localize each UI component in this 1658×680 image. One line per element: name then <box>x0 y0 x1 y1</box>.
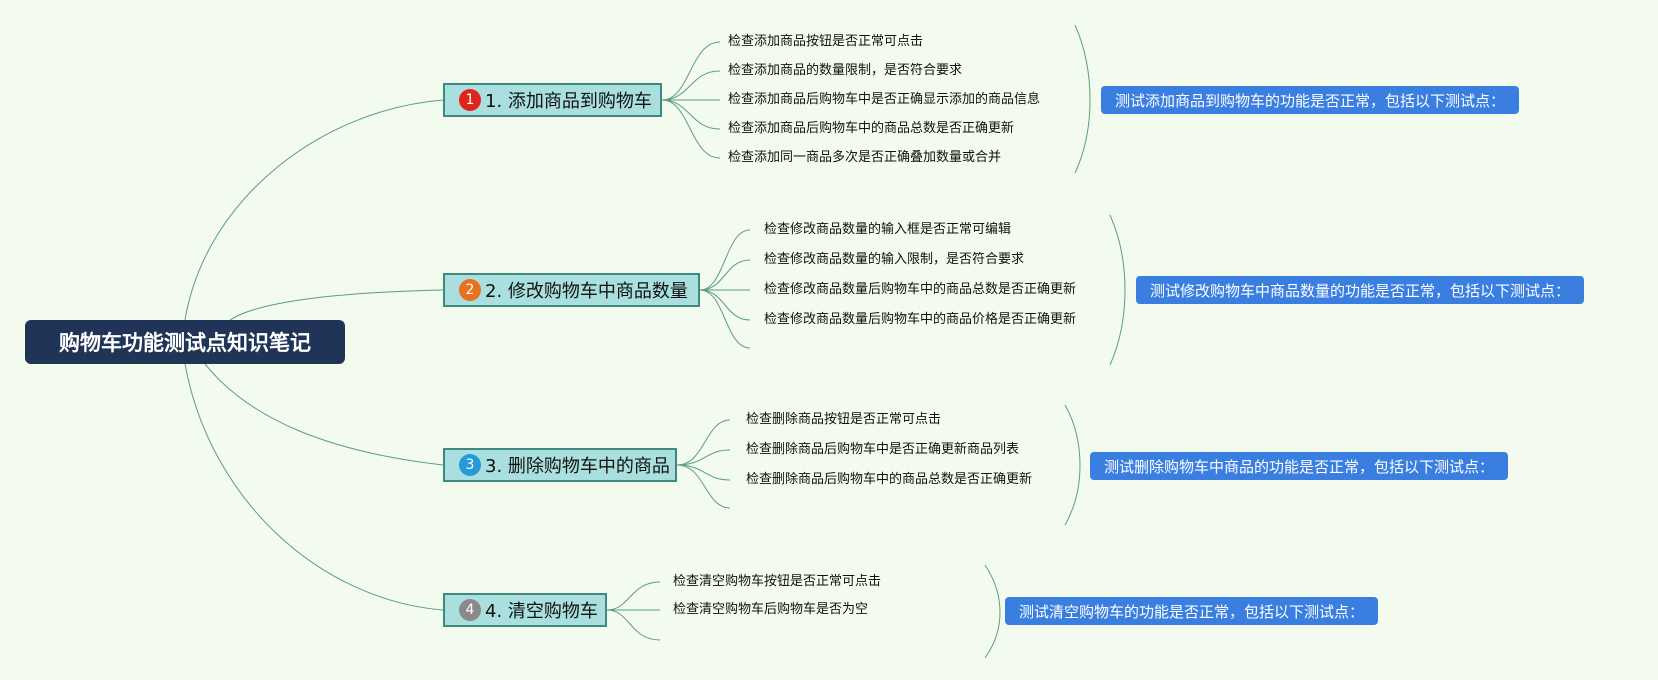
branch-title-1: 1. 添加商品到购物车 <box>485 91 652 112</box>
connector-b3-leaf-2 <box>676 449 731 466</box>
leaf-b3-3[interactable]: 检查删除商品后购物车中的商品总数是否正确更新 <box>746 472 1033 487</box>
connector-b4-leaf-1 <box>606 581 661 611</box>
connector-b1-leaf-5 <box>661 99 721 159</box>
leaf-b1-5[interactable]: 检查添加同一商品多次是否正确叠加数量或合并 <box>728 150 1002 165</box>
connector-b2-leaf-5 <box>699 289 751 349</box>
leaf-b1-3[interactable]: 检查添加商品后购物车中是否正确显示添加的商品信息 <box>728 92 1041 107</box>
connector-root-branch-3 <box>204 363 444 466</box>
connector-root-branch-4 <box>184 363 444 611</box>
connector-b1-leaf-1 <box>661 41 721 101</box>
connector-b2-leaf-4 <box>699 289 751 321</box>
connector-root-branch-2 <box>229 289 444 321</box>
summary-b4[interactable]: 测试清空购物车的功能是否正常，包括以下测试点： <box>1005 597 1379 625</box>
connector-b1-leaf-2 <box>661 70 721 101</box>
leaf-b3-2[interactable]: 检查删除商品后购物车中是否正确更新商品列表 <box>746 442 1020 457</box>
root-node[interactable]: 购物车功能测试点知识笔记 <box>25 320 345 364</box>
branch-title-4: 4. 清空购物车 <box>485 601 598 622</box>
bracket-b4 <box>984 564 1001 659</box>
connector-b3-leaf-3 <box>676 464 731 481</box>
summary-b3[interactable]: 测试删除购物车中商品的功能是否正常，包括以下测试点： <box>1090 452 1509 480</box>
priority-badge-1-icon: 1 <box>459 89 481 111</box>
leaf-b1-4[interactable]: 检查添加商品后购物车中的商品总数是否正确更新 <box>728 121 1015 136</box>
leaf-b3-1[interactable]: 检查删除商品按钮是否正常可点击 <box>746 412 942 427</box>
leaf-b1-2[interactable]: 检查添加商品的数量限制，是否符合要求 <box>728 63 963 78</box>
leaf-b1-1[interactable]: 检查添加商品按钮是否正常可点击 <box>728 34 924 49</box>
bracket-b2 <box>1109 214 1126 366</box>
connector-root-branch-1 <box>184 99 444 321</box>
leaf-b2-1[interactable]: 检查修改商品数量的输入框是否正常可编辑 <box>764 222 1012 237</box>
summary-b1[interactable]: 测试添加商品到购物车的功能是否正常，包括以下测试点： <box>1101 86 1520 114</box>
branch-title-2: 2. 修改购物车中商品数量 <box>485 281 688 302</box>
priority-badge-4-icon: 4 <box>459 599 481 621</box>
priority-badge-3-icon: 3 <box>459 454 481 476</box>
leaf-b4-1[interactable]: 检查清空购物车按钮是否正常可点击 <box>673 574 882 589</box>
leaf-b4-2[interactable]: 检查清空购物车后购物车是否为空 <box>673 602 869 617</box>
branch-node-1[interactable]: 1 1. 添加商品到购物车 <box>443 83 662 117</box>
connector-b2-leaf-2 <box>699 259 751 291</box>
summary-b2[interactable]: 测试修改购物车中商品数量的功能是否正常，包括以下测试点： <box>1136 276 1585 304</box>
leaf-b2-2[interactable]: 检查修改商品数量的输入限制，是否符合要求 <box>764 252 1025 267</box>
root-title: 购物车功能测试点知识笔记 <box>59 331 311 355</box>
bracket-b1 <box>1074 24 1091 174</box>
connector-b3-leaf-1 <box>676 419 731 466</box>
leaf-b2-3[interactable]: 检查修改商品数量后购物车中的商品总数是否正确更新 <box>764 282 1077 297</box>
connector-b1-leaf-4 <box>661 99 721 130</box>
connector-b3-leaf-4 <box>676 464 731 509</box>
connector-b2-leaf-1 <box>699 229 751 291</box>
branch-title-3: 3. 删除购物车中的商品 <box>485 456 670 477</box>
branch-node-2[interactable]: 2 2. 修改购物车中商品数量 <box>443 273 700 307</box>
connector-b4-leaf-3 <box>606 609 661 641</box>
leaf-b2-4[interactable]: 检查修改商品数量后购物车中的商品价格是否正确更新 <box>764 312 1077 327</box>
bracket-b3 <box>1064 404 1081 526</box>
branch-node-3[interactable]: 3 3. 删除购物车中的商品 <box>443 448 677 482</box>
priority-badge-2-icon: 2 <box>459 279 481 301</box>
branch-node-4[interactable]: 4 4. 清空购物车 <box>443 593 607 627</box>
